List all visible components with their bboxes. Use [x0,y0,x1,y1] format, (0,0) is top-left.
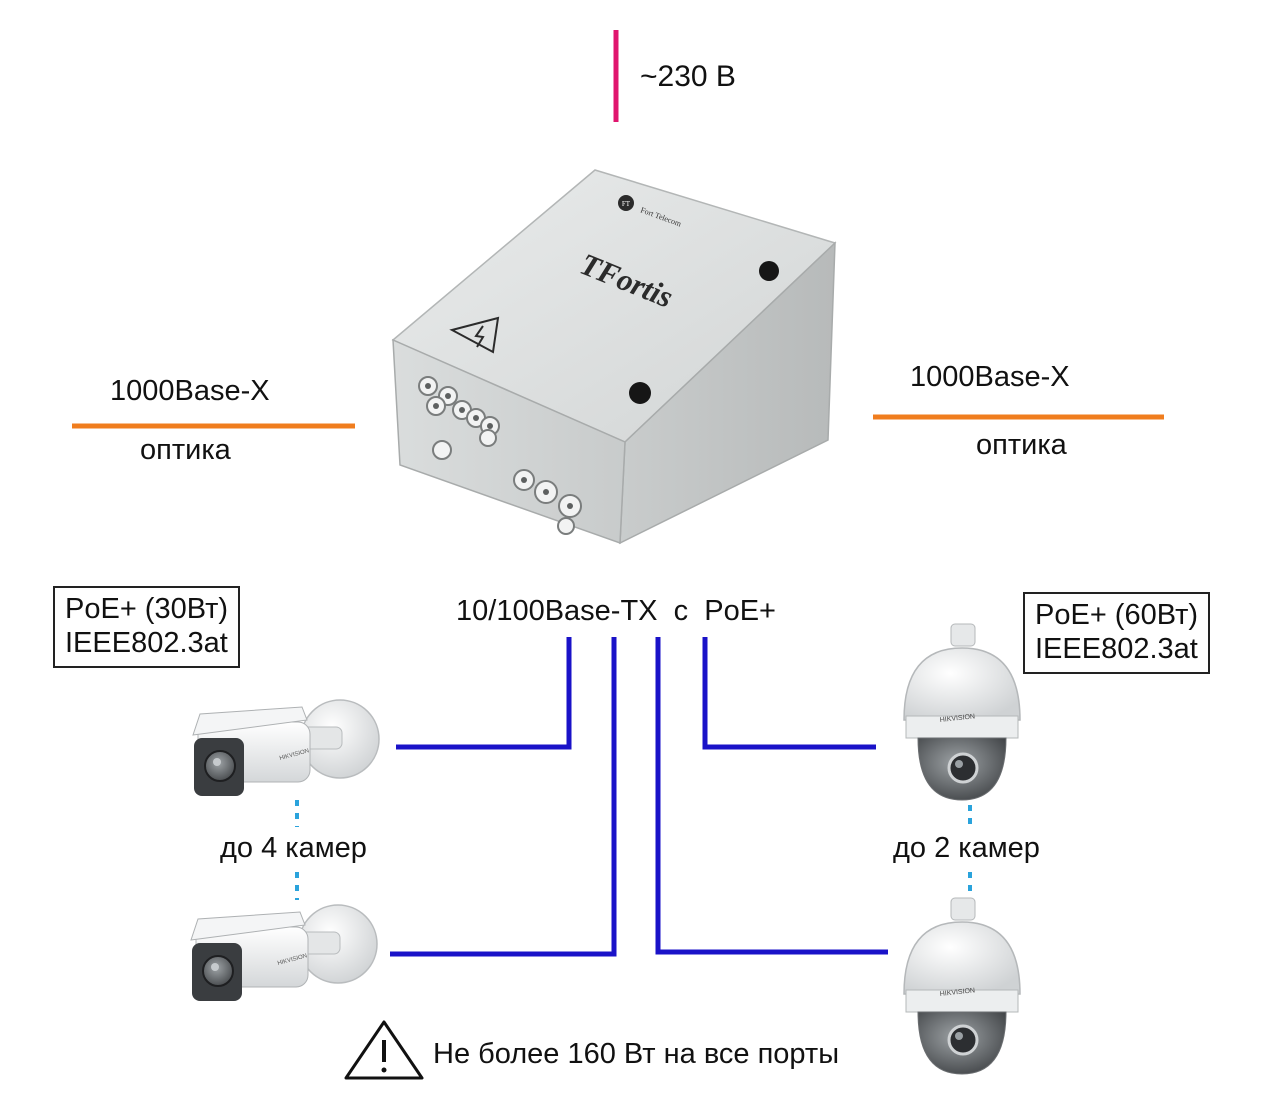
high-voltage-warning-icon [449,316,500,354]
right-poe-spec-box: PoE+ (60Вт) IEEE802.3at [1023,592,1211,674]
poe-cable-right-top [702,637,876,750]
poe-cables [390,637,888,957]
camera-brand-label: HIKVISION [939,987,975,998]
bullet-camera-icon [192,699,380,796]
poe-cable-right-bottom [655,637,888,955]
left-poe-spec-box: PoE+ (30Вт) IEEE802.3at [53,586,241,668]
right-uplink-type: 1000Base-X [910,361,1070,393]
power-label: ~230 В [640,60,736,93]
left-poe-spec-line2: IEEE802.3at [65,627,228,659]
dome-camera-icon [903,623,1021,801]
poe-cable-left-bottom [390,637,617,957]
lid-screw [629,382,651,404]
left-camera-count: до 4 камер [220,832,367,864]
lid-screw [759,261,779,281]
power-budget-warning: Не более 160 Вт на все порты [433,1038,840,1070]
camera-brand-label: HIKVISION [939,713,975,724]
downlink-label: 10/100Base-TX с PoE+ [456,595,776,627]
right-camera-count: до 2 камер [893,832,1040,864]
right-poe-spec-line1: PoE+ (60Вт) [1035,599,1199,631]
right-poe-spec-line2: IEEE802.3at [1035,633,1198,665]
left-poe-spec-line1: PoE+ (30Вт) [65,593,229,625]
dome-camera-icon [903,897,1021,1075]
fort-telecom-logo [618,195,634,211]
left-uplink-type: 1000Base-X [110,375,270,407]
fort-telecom-logo-mark: FT [622,200,631,208]
left-uplink-medium: оптика [140,434,231,466]
bullet-camera-icon [190,904,378,1001]
camera-series-dots [295,800,972,900]
right-uplink-medium: оптика [976,429,1067,461]
warning-triangle-icon [344,1020,424,1080]
tfortis-enclosure: FT Fort Telecom TFortis [391,169,837,545]
poe-cable-left-top [396,637,572,750]
